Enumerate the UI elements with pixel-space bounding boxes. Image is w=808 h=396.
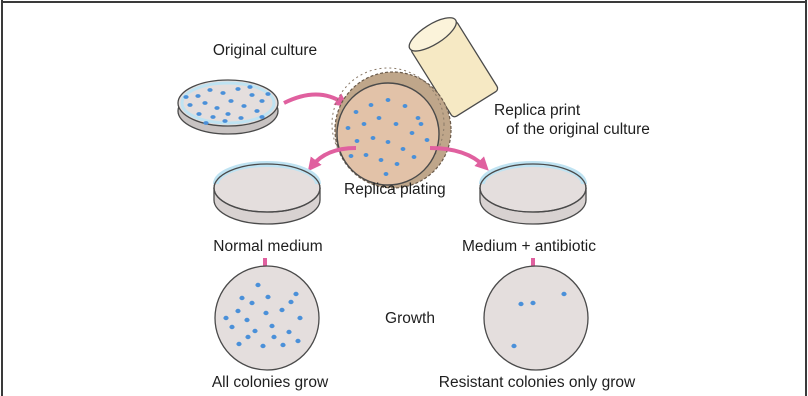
label-replica-plating: Replica plating bbox=[344, 181, 446, 198]
label-original-culture: Original culture bbox=[213, 42, 317, 59]
label-all-colonies: All colonies grow bbox=[212, 374, 329, 391]
antibiotic-medium-dish bbox=[480, 164, 586, 224]
label-replica-print-line2: of the original culture bbox=[506, 121, 650, 138]
normal-medium-dish bbox=[214, 164, 320, 224]
all-colonies-plate bbox=[215, 266, 319, 370]
label-resistant-colonies: Resistant colonies only grow bbox=[439, 374, 636, 391]
label-medium-antibiotic: Medium + antibiotic bbox=[462, 238, 596, 255]
arrow-to-replica bbox=[284, 95, 343, 104]
original-culture-dish bbox=[178, 80, 278, 134]
label-replica-print-line1: Replica print bbox=[494, 102, 581, 119]
replica-velvet-block bbox=[332, 12, 499, 188]
label-normal-medium: Normal medium bbox=[213, 238, 322, 255]
label-growth: Growth bbox=[385, 310, 435, 327]
resistant-colonies-plate bbox=[484, 266, 588, 370]
